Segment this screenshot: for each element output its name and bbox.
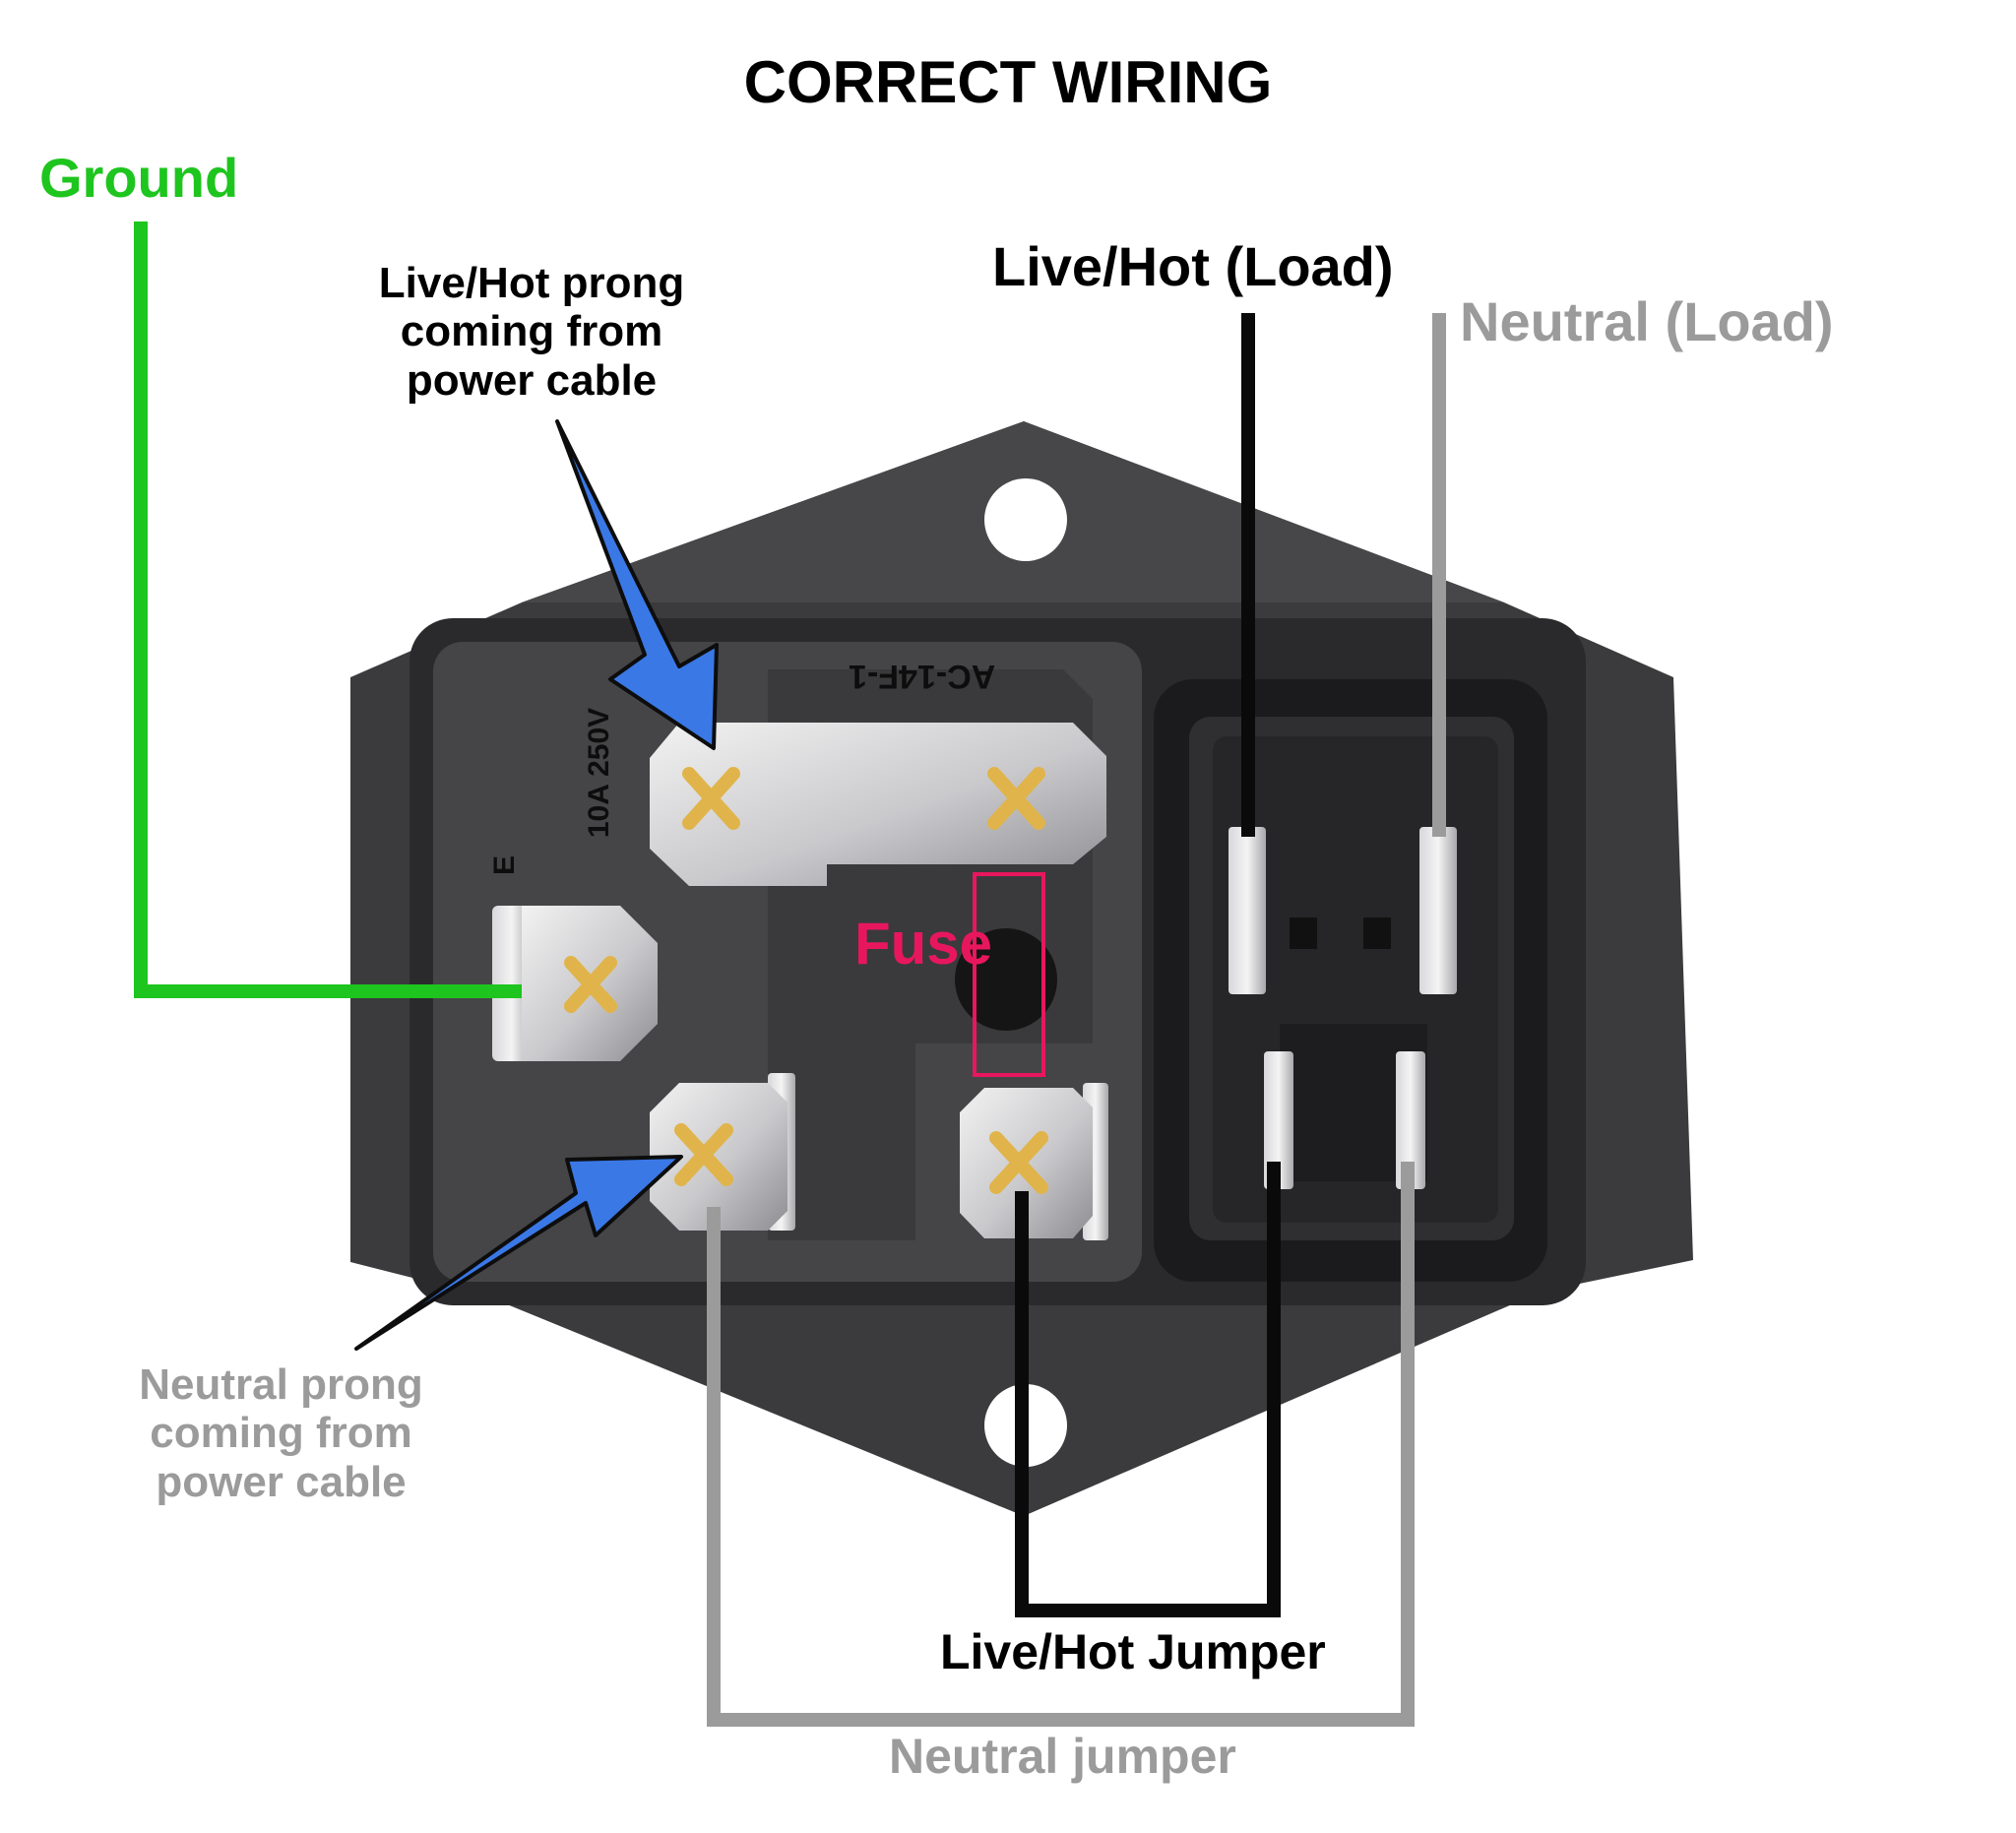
livehot-prong-label: Live/Hot prong coming from power cable xyxy=(340,259,724,405)
livehot-prong-arrow xyxy=(555,419,719,750)
earth-marking: E xyxy=(488,854,522,876)
livehot-jumper-label: Live/Hot Jumper xyxy=(940,1624,1326,1679)
screw-ground xyxy=(564,956,617,1013)
switch-terminal-bottom-left xyxy=(1264,1051,1293,1189)
neutral-jumper-label: Neutral jumper xyxy=(889,1729,1236,1784)
switch-terminal-top-left xyxy=(1228,827,1266,994)
neutral-prong-label-line: coming from xyxy=(150,1409,412,1458)
rating-marking: 10A 250V xyxy=(583,707,616,839)
fuse-label: Fuse xyxy=(854,911,993,977)
ground-label: Ground xyxy=(39,147,239,209)
switch-square-left xyxy=(1290,917,1317,949)
neutral-prong-label-line: Neutral prong xyxy=(139,1360,423,1409)
model-marking: AC-14F-1 xyxy=(849,658,996,695)
screw-fuse-output xyxy=(989,1131,1048,1194)
neutral-prong-label-line: power cable xyxy=(156,1457,407,1506)
livehot-jumper-wire xyxy=(1015,1162,1281,1617)
page-title: CORRECT WIRING xyxy=(743,49,1273,115)
screw-livehot-left xyxy=(682,767,740,830)
screw-markers xyxy=(564,767,1048,1194)
screw-livehot-right xyxy=(987,767,1045,830)
fuse-hole xyxy=(955,928,1057,1031)
livehot-load-label: Live/Hot (Load) xyxy=(992,235,1394,297)
neutral-load-label: Neutral (Load) xyxy=(1460,290,1834,352)
switch-terminal-bottom-right xyxy=(1396,1051,1425,1189)
switch-square-right xyxy=(1363,917,1391,949)
livehot-prong-label-line: coming from xyxy=(400,307,663,356)
livehot-prong-label-line: Live/Hot prong xyxy=(378,259,685,307)
neutral-prong-terminal xyxy=(650,1083,788,1231)
fuse-highlight-box xyxy=(973,872,1045,1077)
mounting-hole-top xyxy=(984,478,1067,561)
ground-wire xyxy=(134,221,522,998)
neutral-prong-arrow xyxy=(354,1155,683,1351)
neutral-jumper-wire xyxy=(707,1162,1415,1727)
screw-neutral xyxy=(674,1123,733,1186)
switch-terminal-top-right xyxy=(1419,827,1457,994)
neutral-prong-label: Neutral prong coming from power cable xyxy=(116,1360,446,1506)
livehot-prong-label-line: power cable xyxy=(406,355,658,405)
livehot-prong-busbar xyxy=(650,723,1106,886)
